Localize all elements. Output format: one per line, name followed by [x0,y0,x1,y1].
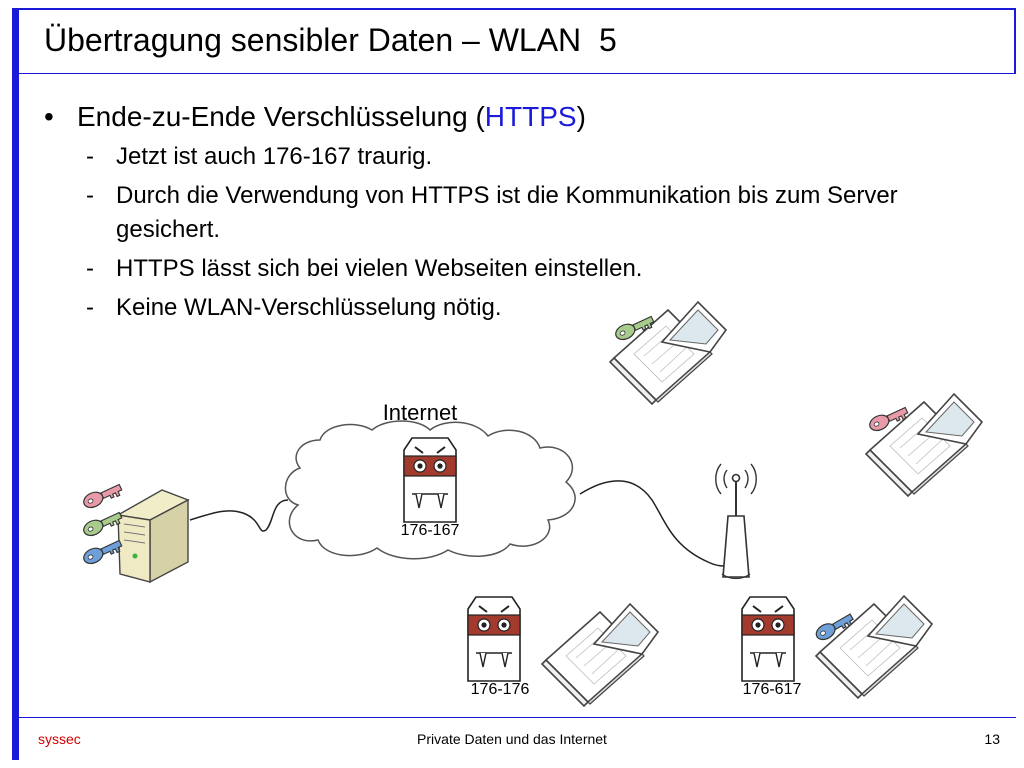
internet-label: Internet [383,400,458,425]
slide-title: Übertragung sensibler Daten – WLAN 5 [44,22,617,58]
laptop-icon [815,595,933,699]
server-key-green-icon [80,508,125,540]
right-border-line [1014,8,1016,74]
page-number: 13 [984,731,1000,747]
laptop-key-pink-icon [866,403,911,435]
sub-bullet-text: Jetzt ist auch 176-167 traurig. [116,143,433,170]
sub-bullet-text: HTTPS lässt sich bei vielen Webseiten ei… [116,255,643,282]
dash-icon: - [86,143,94,170]
sub-bullet-text: Keine WLAN-Verschlüsselung nötig. [116,294,502,321]
user-avatar-icon [403,437,457,523]
title-divider [19,73,1016,74]
sub-bullet-item: -Jetzt ist auch 176-167 traurig. [44,140,994,174]
top-border-line [19,8,1016,10]
bullet-main-item: • Ende-zu-Ende Verschlüsselung (HTTPS) [44,100,994,134]
dash-icon: - [86,182,94,209]
sub-bullet-item: -Durch die Verwendung von HTTPS ist die … [44,179,976,247]
sub-bullet-item: -HTTPS lässt sich bei vielen Webseiten e… [44,252,994,286]
footer-divider [19,717,1016,718]
sub-bullet-list: -Jetzt ist auch 176-167 traurig. -Durch … [44,140,994,325]
bullet-list: •Ende-zu-Ende Verschlüsselung (HTTPS) -J… [44,100,994,330]
dash-icon: - [86,255,94,282]
user-label-176-176: 176-176 [471,681,530,698]
laptop-key-blue-icon [812,609,856,644]
bullet-dot-icon: • [44,101,54,132]
user-label-176-167: 176-167 [401,522,460,539]
user-avatar-icon [467,596,521,682]
footer-title: Private Daten und das Internet [417,731,607,747]
server-icon [115,489,190,584]
user-label-176-617: 176-617 [743,681,802,698]
bullet-main-prefix: Ende-zu-Ende Verschlüsselung ( [77,101,485,132]
user-avatar-icon [741,596,795,682]
dash-icon: - [86,294,94,321]
sub-bullet-text: Durch die Verwendung von HTTPS ist die K… [116,182,898,243]
wifi-access-point-icon [715,463,757,580]
connection-lines [189,480,725,567]
server-key-pink-icon [80,480,125,512]
left-accent-bar [12,8,19,760]
internet-cloud [284,420,576,560]
laptop-icon [865,393,983,497]
footer-brand: syssec [38,731,81,747]
sub-bullet-item: -Keine WLAN-Verschlüsselung nötig. [44,291,994,325]
server-key-blue-icon [80,536,125,568]
bullet-main-suffix: ) [576,101,586,132]
laptop-icon [541,603,659,707]
https-highlight: HTTPS [484,101,577,132]
